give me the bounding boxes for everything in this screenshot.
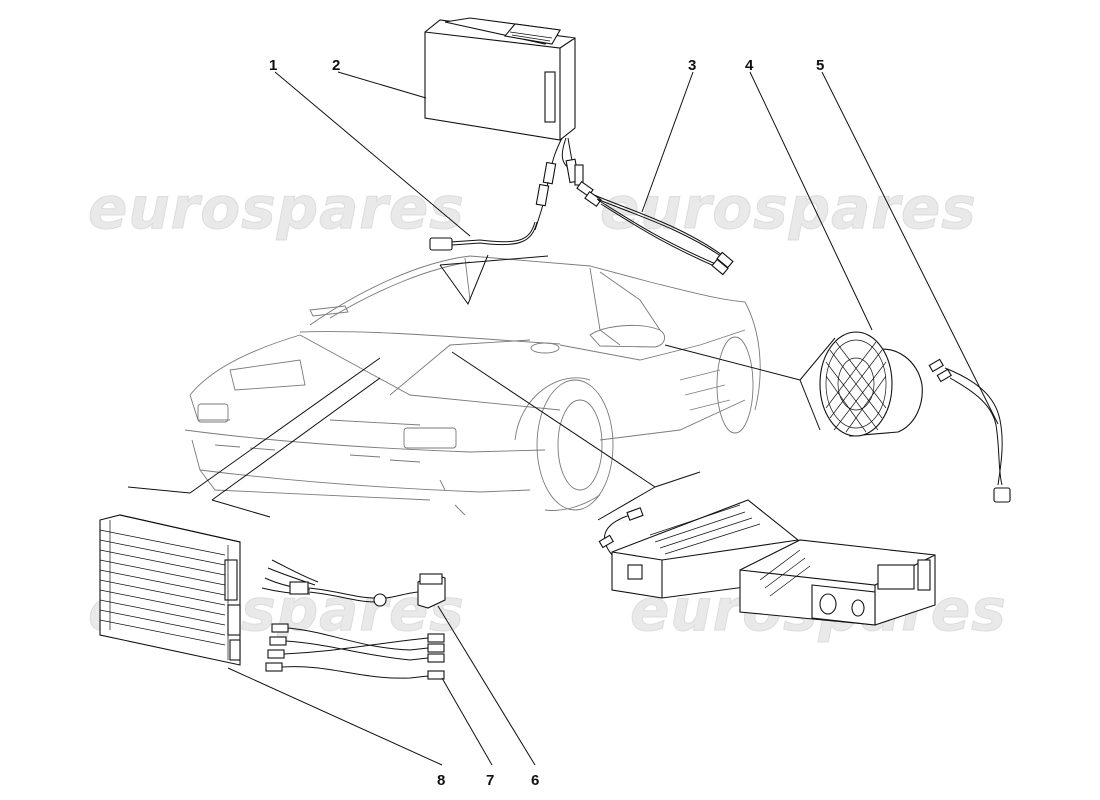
leader-2 xyxy=(337,71,427,99)
callout-7: 7 xyxy=(486,772,494,789)
speaker-grille xyxy=(825,341,887,433)
leader-6 xyxy=(437,605,536,766)
callout-5: 5 xyxy=(816,57,824,74)
leader-5 xyxy=(821,71,999,425)
cd-changer-cable xyxy=(429,181,550,251)
watermark-top-right: eurospares xyxy=(600,174,977,242)
callout-3: 3 xyxy=(688,57,696,74)
head-unit-assembly xyxy=(598,499,936,626)
amplifier-harness xyxy=(261,559,446,609)
rca-lead-quad xyxy=(265,623,445,680)
callout-1: 1 xyxy=(269,57,277,74)
amplifier xyxy=(99,514,241,666)
rca-lead-pair xyxy=(576,180,734,276)
speaker-wire xyxy=(928,358,1011,503)
pointer-lines xyxy=(127,254,836,521)
leader-1 xyxy=(274,71,471,237)
leader-lines xyxy=(227,71,999,766)
loudspeaker xyxy=(819,331,923,437)
callout-2: 2 xyxy=(332,57,340,74)
leader-7 xyxy=(441,677,493,766)
callout-8: 8 xyxy=(437,772,445,789)
head-unit-vents xyxy=(649,504,761,555)
amplifier-fins xyxy=(99,529,226,646)
cd-changer-unit xyxy=(424,17,584,186)
leader-3 xyxy=(641,71,694,213)
leader-8 xyxy=(227,667,443,766)
callout-6: 6 xyxy=(531,772,539,789)
leader-4 xyxy=(749,71,873,331)
callout-4: 4 xyxy=(745,57,754,74)
car-outline xyxy=(184,255,761,516)
watermark-top-left: eurospares xyxy=(88,174,465,242)
